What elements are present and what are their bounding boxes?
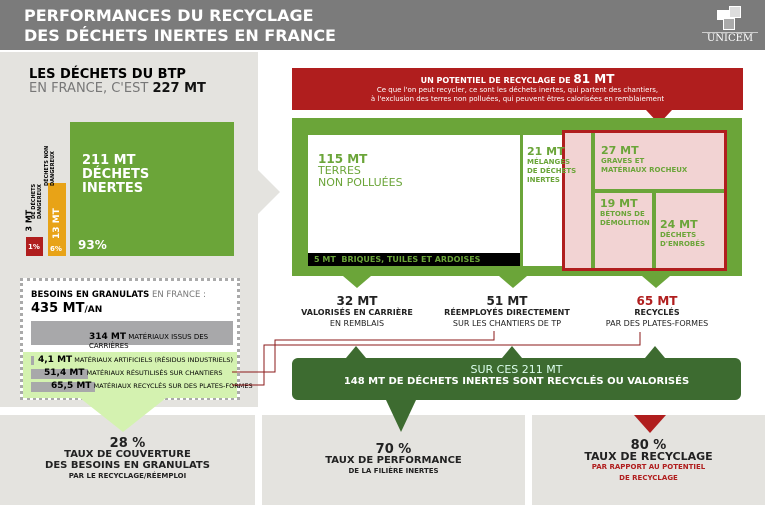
connector-line — [232, 332, 641, 386]
btp-title: LES DÉCHETS DU BTP EN FRANCE, C'EST 227 … — [29, 67, 206, 96]
granulat-item: 51,4 MT MATÉRIAUX RÉSUTILISÉS SUR CHANTI… — [44, 368, 223, 378]
arrow-right — [258, 170, 280, 214]
granulat-item: 4,1 MT MATÉRIAUX ARTIFICIELS (RÉSIDUS IN… — [38, 355, 234, 365]
granulats-title: BESOINS EN GRANULATS EN FRANCE : 435 MT/… — [31, 290, 206, 316]
potentiel-banner: UN POTENTIEL DE RECYCLAGE DE 81 MT Ce qu… — [292, 68, 743, 110]
summary-banner: SUR CES 211 MT 148 MT DE DÉCHETS INERTES… — [292, 358, 741, 400]
granulat-item: 314 MT MATÉRIAUX ISSUS DES CARRIÈRES — [31, 321, 233, 350]
granulat-item: 65,5 MT MATÉRIAUX RECYCLÉS SUR DES PLATE… — [51, 381, 253, 391]
briques-cell: 5 MT BRIQUES, TUILES ET ARDOISES — [308, 253, 520, 266]
arrow-down — [80, 398, 166, 432]
non-dangereux-bar: 6% 13 MT — [48, 183, 66, 256]
unicem-logo: UNICEM — [702, 6, 758, 46]
connector-line — [232, 331, 495, 373]
header — [0, 0, 765, 50]
dangereux-bar: 1% — [26, 237, 43, 256]
